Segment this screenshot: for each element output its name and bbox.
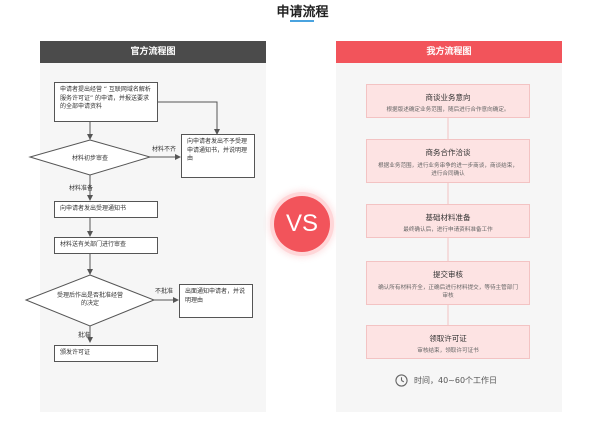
label-approved: 批准 xyxy=(78,332,91,339)
box-notify-reject: 向申请者发出不予受理申请通知书，并说明理由 xyxy=(181,134,255,178)
step-2: 商务合作洽谈 根据业务范围，进行业务串争的进一步商谈，商谈结束，进行合同确认 xyxy=(366,139,530,183)
step-1: 商谈业务意向 根据版述确定业务范围，随后进行合作意向确定。 xyxy=(366,84,530,118)
page-title: 申请流程 xyxy=(276,5,329,20)
box-submit-application: 申请者提出经营 “ 互联网域名解析服务许可证” 的申请，并报送要求的全部申请资料 xyxy=(54,82,158,122)
box-departmental-review: 材料送有关部门进行审查 xyxy=(54,237,158,254)
time-text: 时间，40~60个工作日 xyxy=(414,376,498,385)
connector-apply-to-reject xyxy=(158,101,220,135)
step-3: 基础材料准备 最终确认后，进行申请资料准备工作 xyxy=(366,204,530,238)
label-not-approved: 不批准 xyxy=(155,288,174,295)
step-4-title: 提交审核 xyxy=(433,270,463,279)
diamond-decision-label: 受理后作出是否批准经营的决定 xyxy=(56,292,123,307)
step-3-title: 基础材料准备 xyxy=(425,213,471,222)
step-5-desc: 审核结束，领取许可证书 xyxy=(417,348,479,354)
step-5: 领取许可证 审核结束，领取许可证书 xyxy=(366,325,530,359)
step-5-title: 领取许可证 xyxy=(429,334,467,343)
official-flowchart-title: 官方流程图 xyxy=(40,41,266,63)
label-incomplete: 材料不齐 xyxy=(152,146,177,153)
title-underline xyxy=(290,20,314,22)
label-materials-ready: 材料准备 xyxy=(69,185,94,192)
step-4: 提交审核 确认所有材料齐全，正确后进行材料提交，等待主管部门审核 xyxy=(366,261,530,305)
vs-badge: VS xyxy=(274,196,330,252)
time-row: 时间，40~60个工作日 xyxy=(395,374,497,387)
step-1-desc: 根据版述确定业务范围，随后进行合作意向确定。 xyxy=(386,107,510,113)
step-4-desc: 确认所有材料齐全，正确后进行材料提交，等待主管部门审核 xyxy=(378,285,518,299)
box-accept-notice: 向申请者发出受理通知书 xyxy=(54,201,158,218)
diamond-initial-review xyxy=(28,139,152,176)
diamond-decision xyxy=(24,274,156,327)
our-flowchart-title: 我方流程图 xyxy=(336,41,562,63)
step-2-title: 商务合作洽谈 xyxy=(425,148,471,157)
step-3-desc: 最终确认后，进行申请资料准备工作 xyxy=(403,227,493,233)
clock-icon xyxy=(395,374,408,387)
diamond-initial-review-label: 材料初步审查 xyxy=(71,154,108,162)
step-1-title: 商谈业务意向 xyxy=(425,93,471,102)
box-notify-decision: 出面通知申请者，并说明理由 xyxy=(179,284,253,318)
step-2-desc: 根据业务范围，进行业务串争的进一步商谈，商谈结束，进行合同确认 xyxy=(378,163,518,177)
box-issue-license: 颁发许可证 xyxy=(54,345,158,362)
